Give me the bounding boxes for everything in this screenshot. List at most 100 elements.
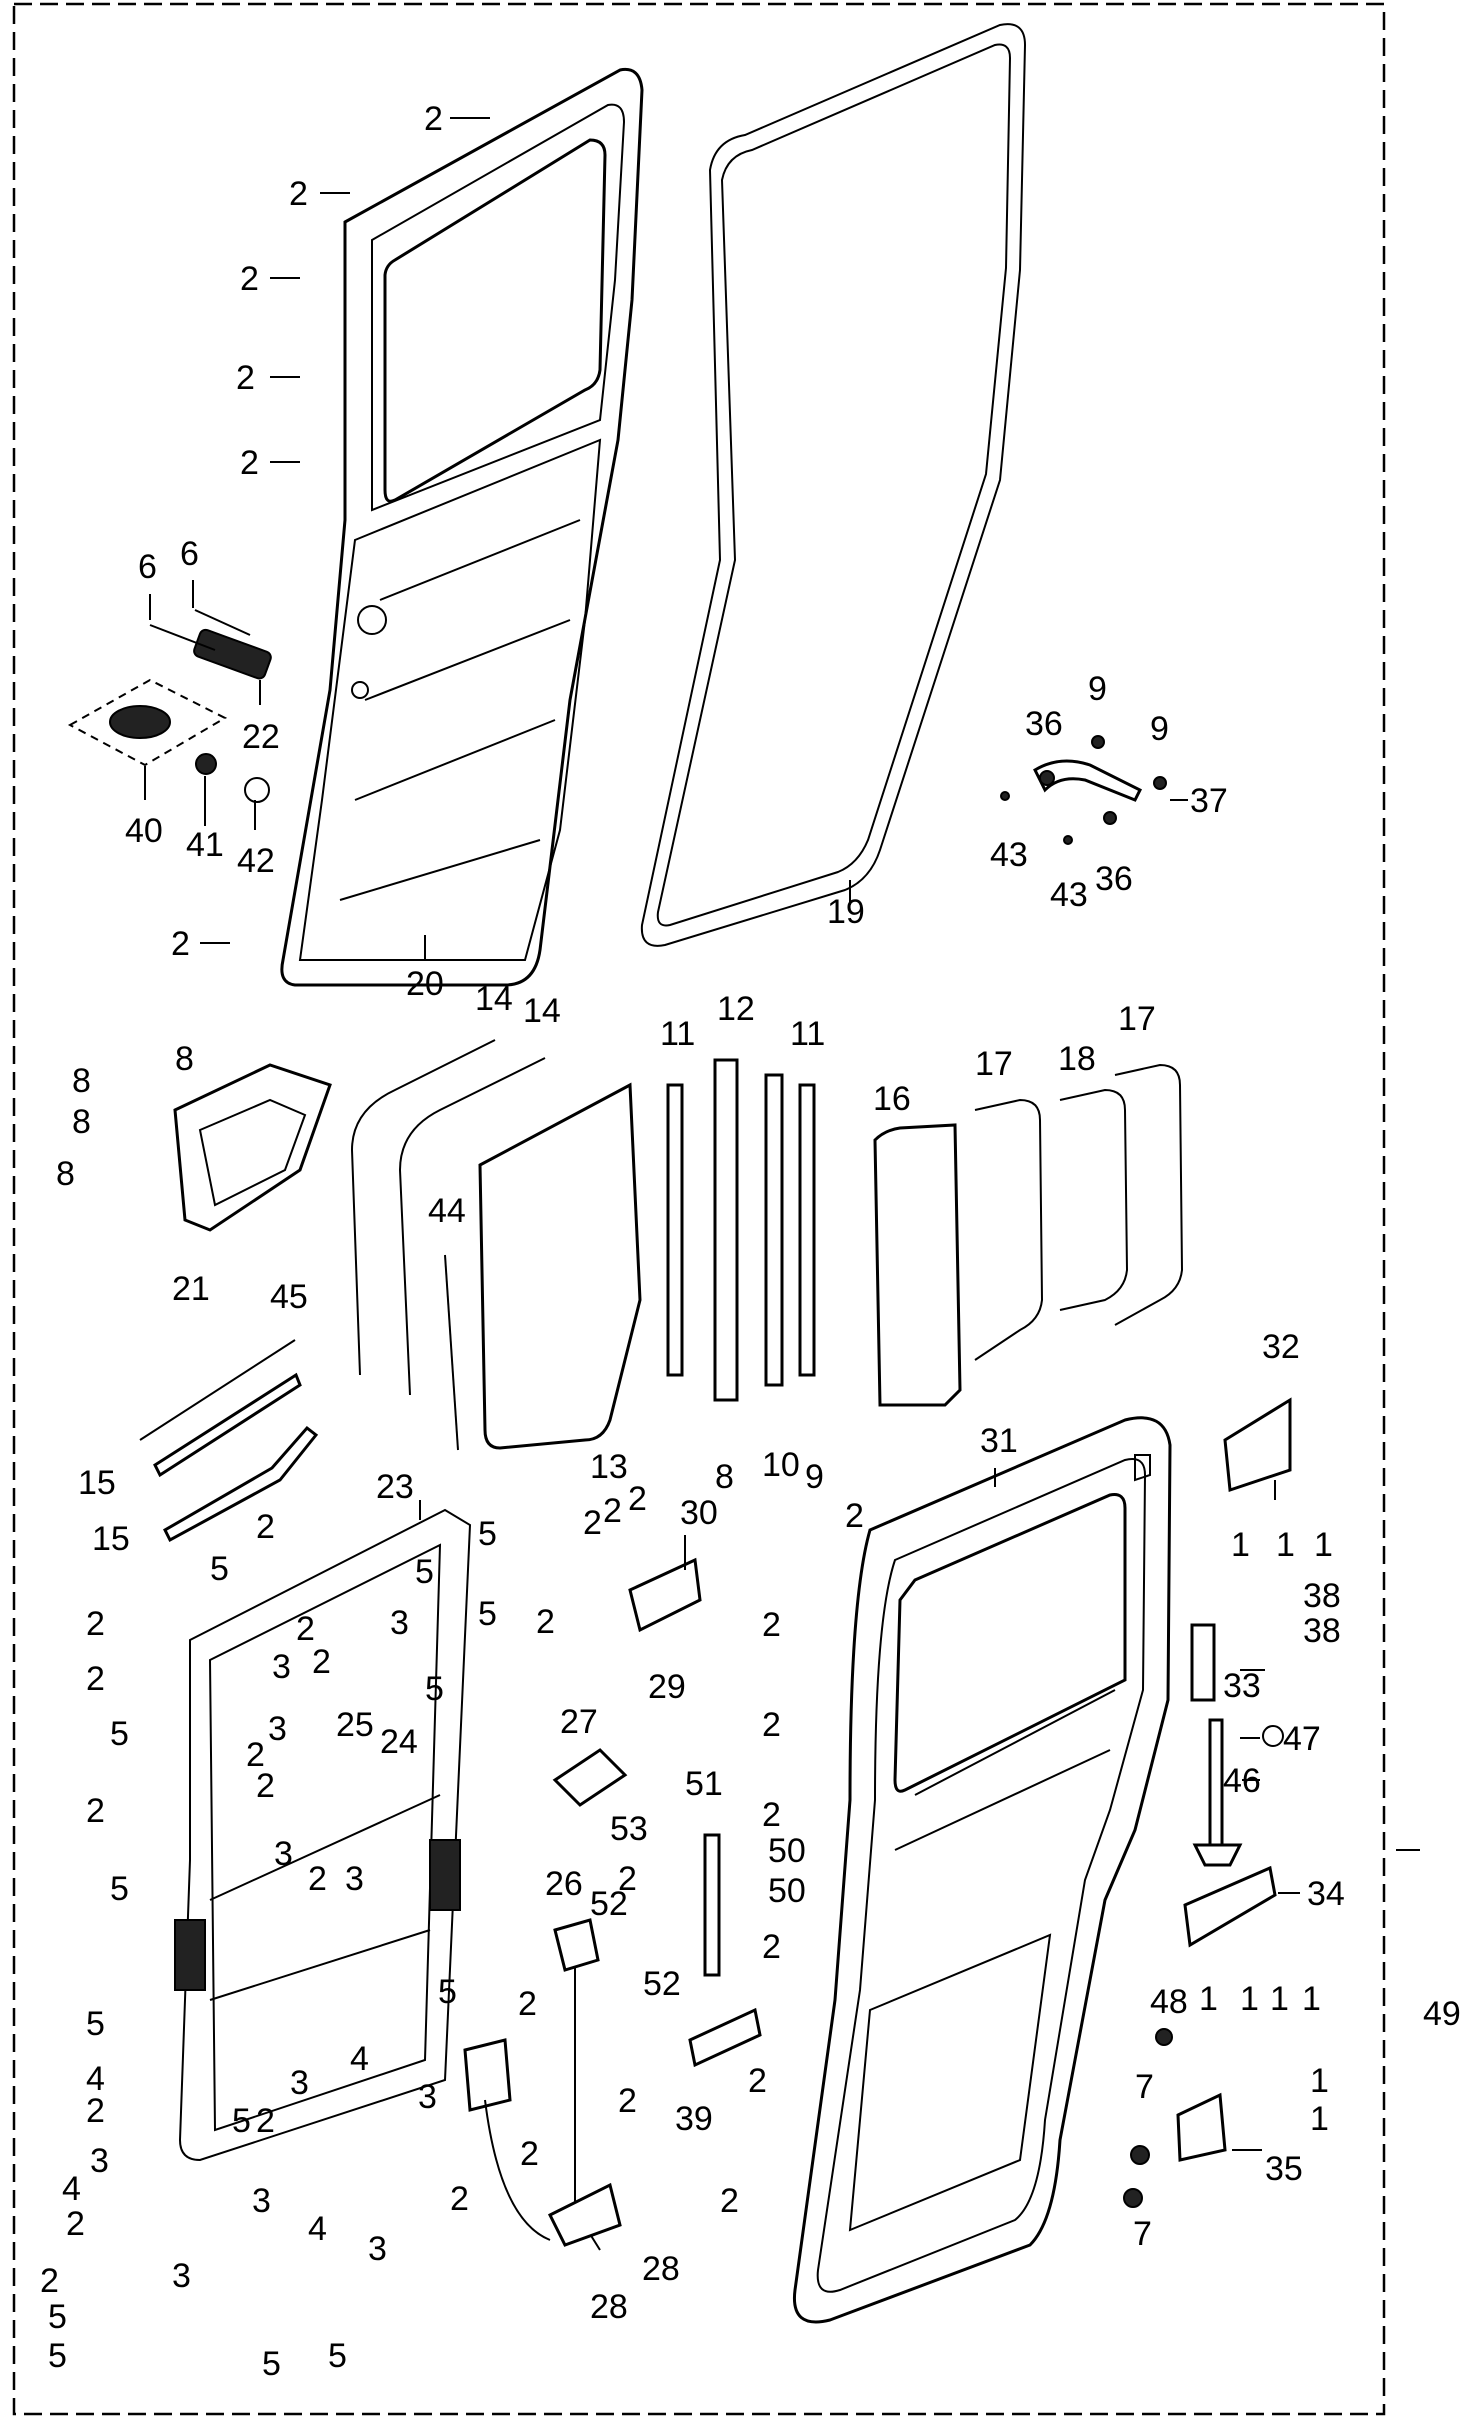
callout-35: 35 [1265,2150,1303,2188]
callout-44: 44 [428,1192,466,1230]
quarter-glass-and-seals [873,1063,1184,1407]
callout-25: 25 [336,1706,374,1744]
callout-1: 1 [1240,1980,1259,2018]
callout-15: 15 [92,1520,130,1558]
weatherstrips [139,1039,546,1543]
callout-1: 1 [1276,1526,1295,1564]
callout-38: 38 [1303,1577,1341,1615]
callout-52: 52 [590,1885,628,1923]
callout-2: 2 [450,2180,469,2218]
callout-24: 24 [380,1723,418,1761]
callout-7: 7 [1133,2215,1152,2253]
callout-3: 3 [290,2064,309,2102]
callout-46: 46 [1223,1762,1261,1800]
callout-5: 5 [328,2337,347,2375]
callout-2: 2 [256,2102,275,2140]
callout-2: 2 [308,1860,327,1898]
callout-2: 2 [256,1767,275,1805]
callout-10: 10 [762,1446,800,1484]
callout-3: 3 [274,1835,293,1873]
callout-36: 36 [1095,860,1133,898]
callout-2: 2 [583,1504,602,1542]
callout-5: 5 [86,2005,105,2043]
inner-pocket-bracket [173,1063,332,1232]
callout-2: 2 [536,1603,555,1641]
callout-2: 2 [762,1928,781,1966]
callout-5: 5 [48,2298,67,2336]
callout-22: 22 [242,718,280,756]
callout-1: 1 [1199,1980,1218,2018]
callout-2: 2 [762,1796,781,1834]
callout-2: 2 [240,444,259,482]
callout-29: 29 [648,1668,686,1706]
door-frame [174,1508,472,2162]
check-strap-bracket [1000,735,1167,845]
callout-1: 1 [1310,2062,1329,2100]
callout-3: 3 [90,2142,109,2180]
callout-18: 18 [1058,1040,1096,1078]
callout-17: 17 [1118,1000,1156,1038]
callout-5: 5 [232,2102,251,2140]
callout-6: 6 [180,535,199,573]
callout-38: 38 [1303,1612,1341,1650]
callout-5: 5 [478,1595,497,1633]
latches-and-rods [463,1557,762,2251]
callout-3: 3 [252,2182,271,2220]
callout-5: 5 [438,1973,457,2011]
callout-20: 20 [406,965,444,1003]
callout-45: 45 [270,1278,308,1316]
callout-2: 2 [256,1508,275,1546]
callout-2: 2 [762,1706,781,1744]
callout-41: 41 [186,826,224,864]
callout-5: 5 [210,1550,229,1588]
callout-3: 3 [418,2078,437,2116]
callout-9: 9 [1088,670,1107,708]
callout-2: 2 [240,260,259,298]
callout-2: 2 [171,925,190,963]
callout-2: 2 [424,100,443,138]
callout-30: 30 [680,1494,718,1532]
callout-16: 16 [873,1080,911,1118]
callout-4: 4 [62,2170,81,2208]
callout-23: 23 [376,1468,414,1506]
callout-2: 2 [296,1610,315,1648]
callout-14: 14 [523,992,561,1030]
callout-3: 3 [390,1604,409,1642]
glass-channels [666,1058,816,1402]
callout-43: 43 [990,836,1028,874]
callout-2: 2 [66,2205,85,2243]
callout-39: 39 [675,2100,713,2138]
callout-2: 2 [762,1606,781,1644]
callout-1: 1 [1314,1526,1333,1564]
callout-2: 2 [246,1736,265,1774]
callout-40: 40 [125,812,163,850]
callout-11: 11 [790,1015,825,1053]
callout-2: 2 [312,1643,331,1681]
callout-5: 5 [110,1870,129,1908]
callout-52: 52 [643,1965,681,2003]
callout-2: 2 [720,2182,739,2220]
callout-3: 3 [172,2257,191,2295]
callout-5: 5 [415,1553,434,1591]
handle-kit [67,678,270,803]
callout-28: 28 [590,2288,628,2326]
callout-4: 4 [308,2210,327,2248]
callout-15: 15 [78,1464,116,1502]
callout-21: 21 [172,1270,210,1308]
callout-3: 3 [268,1710,287,1748]
callout-2: 2 [603,1492,622,1530]
callout-51: 51 [685,1765,723,1803]
callout-32: 32 [1262,1328,1300,1366]
callout-2: 2 [518,1985,537,2023]
callout-31: 31 [980,1422,1018,1460]
door-handle-assembly [149,609,272,680]
outer-door-panel [792,1416,1172,2324]
callout-1: 1 [1310,2100,1329,2138]
assembly-boundary [12,2,1386,2416]
callout-43: 43 [1050,876,1088,914]
callout-26: 26 [545,1865,583,1903]
callout-42: 42 [237,842,275,880]
callout-1: 1 [1270,1980,1289,2018]
callout-5: 5 [478,1515,497,1553]
callout-8: 8 [72,1103,91,1141]
